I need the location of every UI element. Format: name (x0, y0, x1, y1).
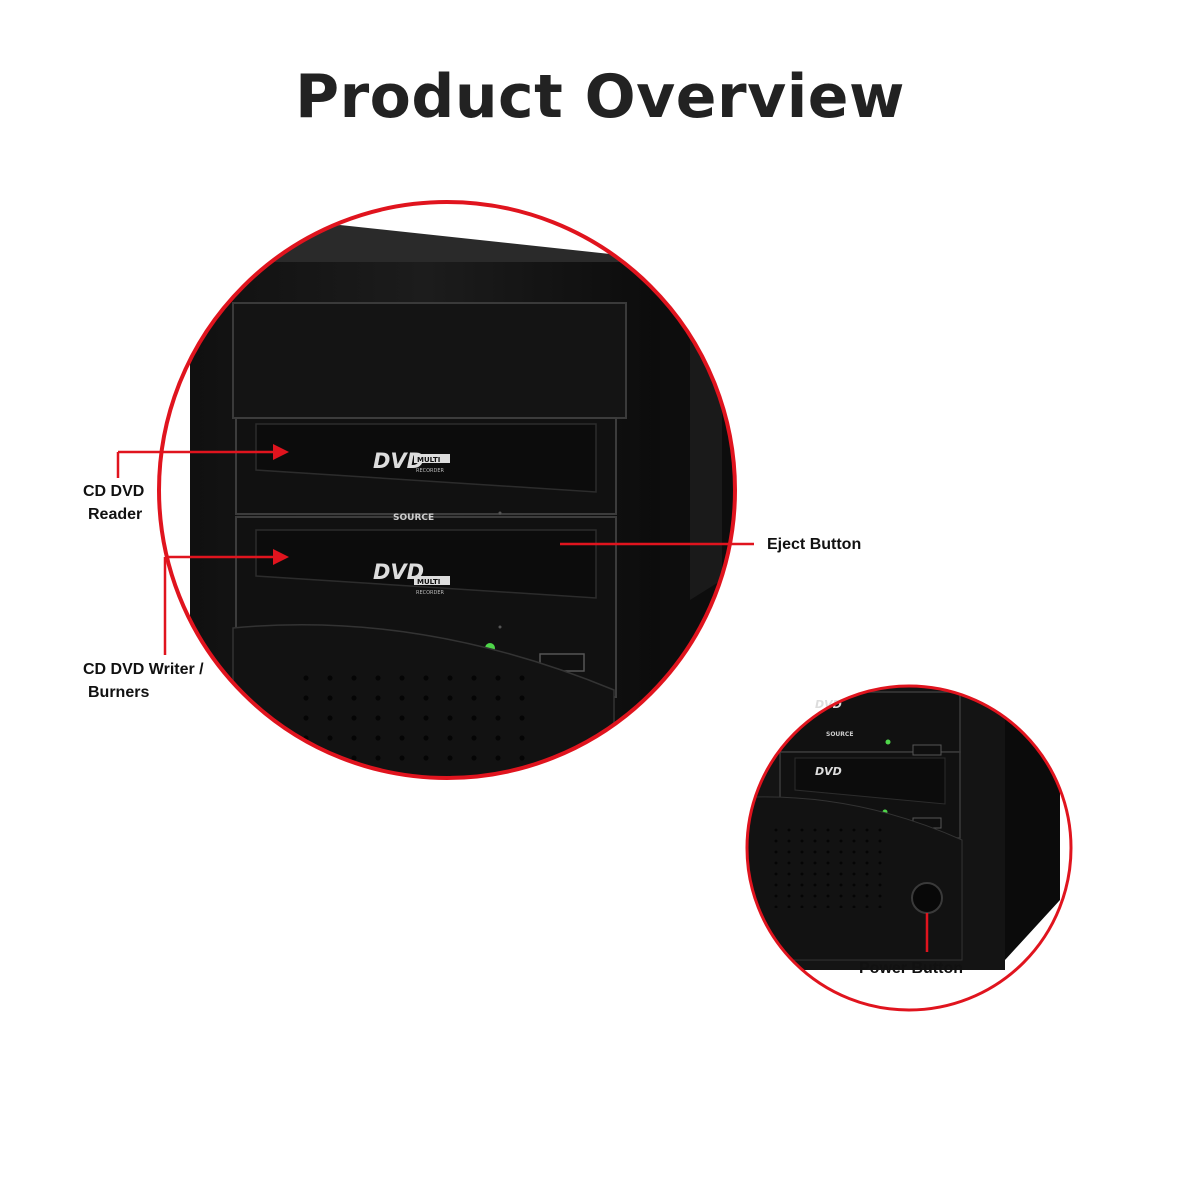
reader-logo-badge-text: MULTI (417, 456, 440, 464)
reader-label-line1: CD DVD (83, 483, 145, 500)
eject-callout-label: Eject Button (767, 533, 861, 556)
reader-callout-label: CD DVD Reader (83, 480, 144, 526)
writer-logo-badge (414, 576, 450, 585)
reader-source-label: SOURCE (393, 513, 434, 523)
eject-label: Eject Button (767, 536, 862, 553)
power-zoom-view (747, 686, 1071, 1010)
power-callout-label: Power Button (859, 957, 963, 980)
reader-logo-badge (414, 454, 450, 463)
reader-label-line2: Reader (88, 506, 143, 523)
small-source-label: SOURCE (826, 731, 853, 738)
reader-callout-arrow (116, 444, 289, 478)
writer-label-line1: CD DVD Writer / (83, 661, 204, 678)
writer-logo-badge-text: MULTI (417, 578, 440, 586)
page-title: Product Overview (295, 62, 905, 132)
writer-callout-arrow (163, 549, 289, 655)
power-zoom-ring (745, 684, 1073, 1012)
small-writer-dvd-logo: DVD (815, 765, 842, 778)
power-button[interactable] (911, 882, 943, 914)
main-zoom-view (159, 202, 735, 778)
reader-logo-sub: RECORDER (416, 468, 445, 474)
writer-logo-sub: RECORDER (416, 590, 445, 596)
main-zoom-ring (157, 200, 737, 780)
small-reader-dvd-logo: DVD (815, 698, 842, 711)
writer-label-line2: Burners (88, 684, 150, 701)
power-label: Power Button (859, 960, 963, 977)
writer-callout-label: CD DVD Writer / Burners (83, 658, 204, 704)
